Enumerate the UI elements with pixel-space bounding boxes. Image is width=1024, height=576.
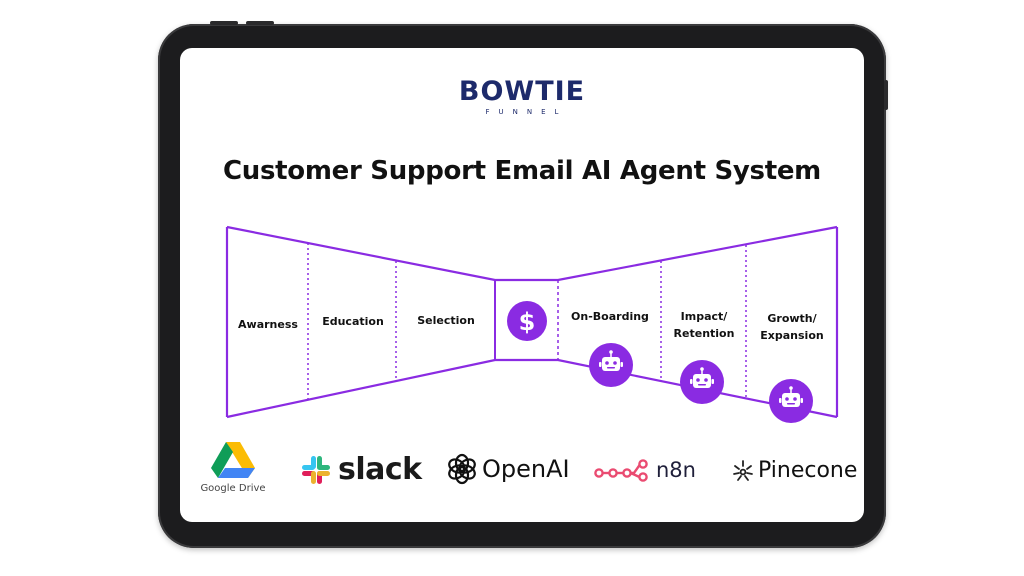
bowtie-funnel-logo: BOWTIE FUNNEL	[180, 76, 864, 117]
funnel-outline-bottom	[226, 358, 838, 419]
integration-pinecone: Pinecone	[732, 458, 857, 483]
robot-icon	[589, 343, 633, 387]
pinecone-label: Pinecone	[758, 458, 858, 483]
openai-label: OpenAI	[482, 455, 570, 483]
google-drive-icon	[211, 442, 255, 478]
stage-label-awareness: Awarness	[238, 318, 298, 331]
bowtie-funnel-diagram: $	[225, 225, 839, 423]
integration-n8n: n8n	[594, 458, 696, 482]
stage-label-growth-expansion: Growth/ Expansion	[760, 312, 824, 342]
stage-label-onboarding: On-Boarding	[571, 310, 649, 323]
slack-label: slack	[338, 452, 422, 487]
tablet-side-button	[884, 80, 888, 110]
integration-google-drive: Google Drive	[200, 440, 266, 494]
pinecone-icon	[733, 459, 753, 481]
funnel-outline-top	[226, 225, 838, 282]
integration-slack: slack	[300, 452, 422, 487]
svg-text:$: $	[519, 308, 536, 336]
robot-icon	[769, 379, 813, 423]
tablet-screen: BOWTIE FUNNEL Customer Support Email AI …	[180, 48, 864, 522]
n8n-icon	[594, 459, 648, 482]
stage-label-selection: Selection	[417, 314, 475, 327]
stage-label-impact-retention: Impact/ Retention	[673, 310, 735, 340]
integration-openai: OpenAI	[446, 453, 570, 485]
tablet-top-button	[246, 21, 274, 25]
google-drive-label: Google Drive	[200, 483, 266, 494]
tablet-top-button	[210, 21, 238, 25]
logo-sub-text: FUNNEL	[485, 108, 568, 116]
openai-icon	[448, 453, 476, 485]
page-title: Customer Support Email AI Agent System	[223, 156, 821, 186]
stage-label-education: Education	[322, 315, 384, 328]
slack-icon	[302, 455, 330, 484]
robot-icon	[680, 360, 724, 404]
n8n-label: n8n	[656, 458, 696, 482]
logo-main-text: BOWTIE	[458, 76, 586, 107]
dollar-icon: $	[507, 301, 547, 341]
